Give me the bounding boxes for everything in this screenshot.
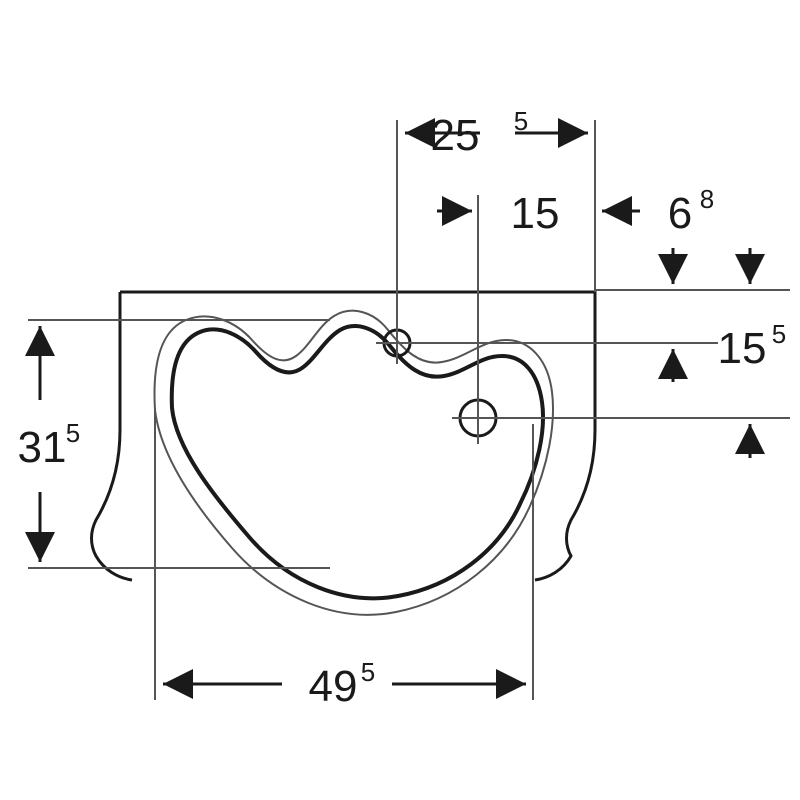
dimension-15: 15 [437,189,640,238]
dimension-sup-49-5: 5 [361,657,375,687]
extension-lines [28,120,790,700]
dimension-15-5: 15 5 [658,319,786,458]
dimension-label-6-8: 6 [668,189,692,238]
dimension-sup-31-5: 5 [66,418,80,448]
dimension-label-49-5: 49 [309,662,358,711]
dimension-49-5: 49 5 [163,657,526,711]
dimension-label-25-5: 25 [431,111,480,160]
dimension-sup-25-5: 5 [514,106,528,136]
dimension-label-15: 15 [511,189,560,238]
basin-inner-bowl [169,324,546,601]
dimension-31-5: 31 5 [18,326,80,562]
dimension-sup-15-5: 5 [772,319,786,349]
basin-outer-rim [153,309,555,616]
dimension-6-8: 6 8 [658,184,765,284]
dimension-25-5: 25 5 [405,106,588,160]
dimension-label-15-5: 15 [718,324,767,373]
dimension-label-31-5: 31 [18,423,67,472]
dimension-sup-6-8: 8 [700,184,714,214]
